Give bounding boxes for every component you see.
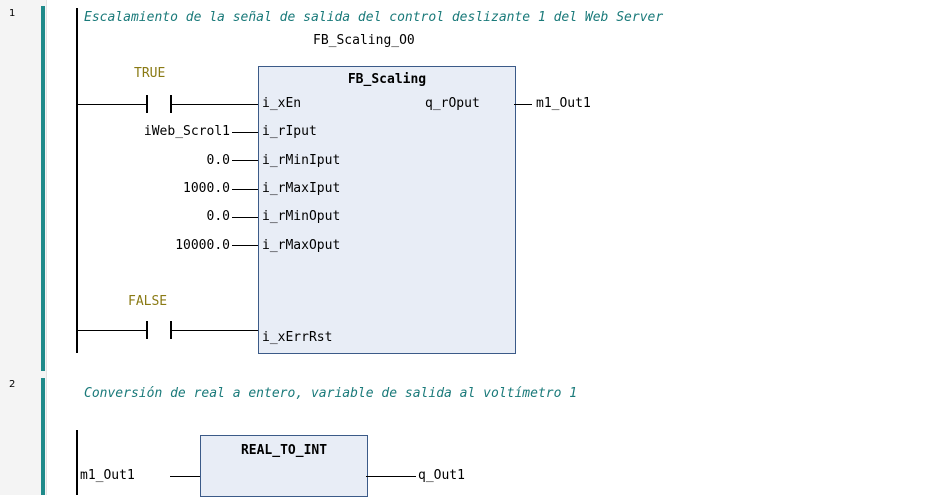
input-var-m1-out1[interactable]: m1_Out1: [80, 468, 135, 483]
contact-right-bar[interactable]: [170, 95, 172, 113]
wire: [78, 104, 146, 105]
fb-scaling-block[interactable]: [258, 66, 516, 354]
pin-i-xErrRst: i_xErrRst: [262, 330, 333, 345]
pin-i-rMinOput: i_rMinOput: [262, 209, 341, 224]
pin-i-rMinIput: i_rMinIput: [262, 153, 341, 168]
output-var-m1-out1[interactable]: m1_Out1: [536, 96, 591, 111]
real-to-int-label: REAL_TO_INT: [240, 443, 328, 458]
output-var-q-out1[interactable]: q_Out1: [418, 468, 465, 483]
contact-left-bar[interactable]: [146, 321, 148, 339]
rung-1-marker[interactable]: [41, 6, 45, 371]
real-to-int-block[interactable]: [200, 435, 368, 497]
contact-left-bar[interactable]: [146, 95, 148, 113]
input-value-rMaxIput[interactable]: 1000.0: [183, 181, 230, 196]
pin-i-rIput: i_rIput: [262, 124, 317, 139]
wire: [366, 476, 416, 477]
fb-instance-name[interactable]: FB_Scaling_O0: [313, 33, 415, 48]
pin-q-rOput: q_rOput: [425, 96, 480, 111]
rung-number-2: 2: [9, 379, 16, 390]
pin-i-rMaxIput: i_rMaxIput: [262, 181, 341, 196]
rung-2-marker[interactable]: [41, 378, 45, 495]
wire: [172, 104, 258, 105]
wire: [232, 245, 258, 246]
wire: [232, 132, 258, 133]
wire: [172, 330, 258, 331]
input-value-rMinOput[interactable]: 0.0: [206, 209, 230, 224]
fb-type-label: FB_Scaling: [347, 72, 427, 87]
rung-2-comment[interactable]: Conversión de real a entero, variable de…: [84, 386, 578, 401]
pin-i-xEn: i_xEn: [262, 96, 302, 111]
wire: [78, 330, 146, 331]
wire: [170, 476, 200, 477]
pin-i-rMaxOput: i_rMaxOput: [262, 238, 341, 253]
left-power-rail-1: [76, 8, 78, 353]
input-value-rMaxOput[interactable]: 10000.0: [175, 238, 230, 253]
contact-true-label[interactable]: TRUE: [134, 66, 166, 81]
wire: [232, 189, 258, 190]
contact-false-label[interactable]: FALSE: [128, 294, 168, 309]
contact-right-bar[interactable]: [170, 321, 172, 339]
input-value-rMinIput[interactable]: 0.0: [206, 153, 230, 168]
left-power-rail-2: [76, 430, 78, 495]
input-value-rIput[interactable]: iWeb_Scrol1: [143, 124, 230, 139]
rung-number-1: 1: [9, 8, 16, 19]
wire: [514, 104, 532, 105]
wire: [232, 217, 258, 218]
rung-1-comment[interactable]: Escalamiento de la señal de salida del c…: [84, 10, 664, 25]
wire: [232, 160, 258, 161]
line-number-gutter: [0, 0, 47, 495]
